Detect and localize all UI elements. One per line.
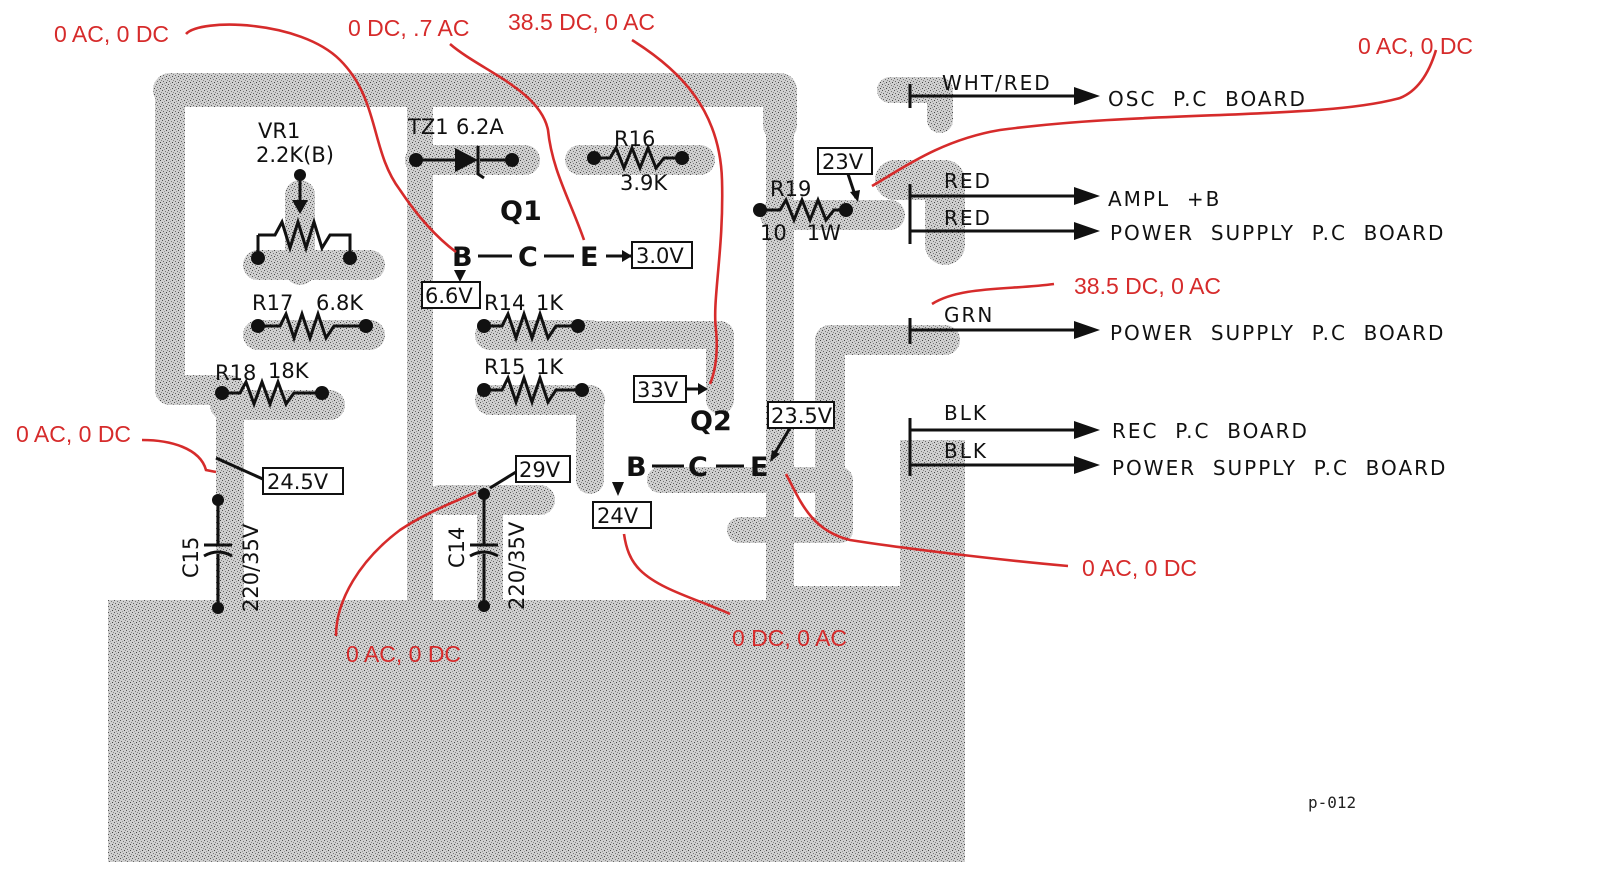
- connector-grn-wire: GRN: [944, 303, 994, 327]
- q2-pin-b: B: [626, 452, 647, 483]
- c14-node-voltage-text: 29V: [519, 458, 561, 482]
- connector-wht-red-dest: OSC P.C BOARD: [1108, 87, 1307, 111]
- c15-node-voltage: 24.5V: [215, 456, 344, 495]
- r15-value: 1K: [536, 355, 564, 379]
- annotation-c14: 0 AC, 0 DC: [346, 641, 461, 667]
- q1: Q1 B C E: [452, 196, 598, 273]
- r19-ref: R19: [770, 177, 811, 201]
- r19-value: 10 1W: [760, 221, 841, 245]
- r14-value: 1K: [536, 291, 564, 315]
- connector-blk-rec-wire: BLK: [944, 401, 988, 425]
- annotation-c15: 0 AC, 0 DC: [16, 421, 131, 447]
- c14-value: 220/35V: [505, 521, 529, 610]
- c15-node-voltage-text: 24.5V: [267, 470, 329, 494]
- vr1-value: 2.2K(B): [256, 143, 334, 167]
- q2-pin-e: E: [750, 452, 768, 483]
- connector-red-ampl-dest: AMPL +B: [1108, 187, 1221, 211]
- annotation-q2-emitter: 0 AC, 0 DC: [1082, 555, 1197, 581]
- q1-pin-c: C: [518, 242, 538, 273]
- r18-ref: R18: [215, 361, 256, 385]
- q2-collector-node-voltage-text: 33V: [637, 378, 679, 402]
- r18-value: 18K: [268, 359, 310, 383]
- r15: R15 1K: [477, 355, 589, 407]
- q2-emitter-voltage: 23.5V: [767, 401, 835, 462]
- connector-blk-rec-dest: REC P.C BOARD: [1112, 419, 1309, 443]
- tz1-value: 6.2A: [456, 115, 504, 139]
- connector-red-ampl: RED AMPL +B: [908, 169, 1221, 244]
- r19-node-voltage: 23V: [817, 147, 873, 202]
- vr1-ref: VR1: [258, 119, 300, 143]
- connector-blk-rec: BLK REC P.C BOARD: [908, 401, 1309, 476]
- q2: Q2 B C E: [626, 406, 768, 483]
- q1-ref: Q1: [500, 196, 542, 227]
- annotation-tz1: 0 DC, .7 AC: [348, 15, 469, 41]
- r18: R18 18K: [215, 359, 329, 409]
- r17-ref: R17: [252, 291, 293, 315]
- connector-wht-red-wire: WHT/RED: [942, 71, 1052, 95]
- connector-grn: GRN POWER SUPPLY P.C BOARD: [908, 303, 1445, 345]
- connector-blk-power-dest: POWER SUPPLY P.C BOARD: [1112, 456, 1447, 480]
- q2-base-voltage: 24V: [592, 482, 652, 529]
- c14-ref: C14: [445, 527, 469, 568]
- connector-red-power-dest: POWER SUPPLY P.C BOARD: [1110, 221, 1445, 245]
- r19: R19 10 1W: [753, 177, 853, 245]
- copper-traces: [153, 73, 965, 614]
- q1-base-voltage: 6.6V: [421, 270, 481, 309]
- c15-value: 220/35V: [239, 523, 263, 612]
- c15: C15 220/35V: [179, 494, 263, 614]
- annotation-q2-base: 0 DC, 0 AC: [732, 625, 847, 651]
- annotation-q1-base: 0 AC, 0 DC: [54, 21, 169, 47]
- q1-base-voltage-text: 6.6V: [425, 284, 473, 308]
- vr1: VR1 2.2K(B): [251, 119, 357, 265]
- q2-collector-node-voltage: 33V: [633, 375, 708, 403]
- q1-emitter-voltage-text: 3.0V: [636, 244, 684, 268]
- connector-blk-power: BLK POWER SUPPLY P.C BOARD: [910, 439, 1447, 480]
- q2-emitter-voltage-text: 23.5V: [771, 404, 833, 428]
- annotation-q1-emitter: 38.5 DC, 0 AC: [508, 9, 655, 35]
- r16-value: 3.9K: [620, 171, 668, 195]
- q2-base-voltage-text: 24V: [597, 504, 639, 528]
- connector-blk-power-wire: BLK: [944, 439, 988, 463]
- q1-pin-b: B: [452, 242, 473, 273]
- c14-node-voltage: 29V: [489, 455, 571, 490]
- connector-wht-red: WHT/RED OSC P.C BOARD: [908, 71, 1307, 111]
- q2-ref: Q2: [690, 406, 732, 437]
- r17-value: 6.8K: [316, 291, 364, 315]
- r19-node-voltage-text: 23V: [822, 150, 864, 174]
- tz1: TZ1 6.2A: [407, 115, 519, 180]
- annotation-labels: 0 AC, 0 DC 0 DC, .7 AC 38.5 DC, 0 AC 0 A…: [16, 9, 1473, 667]
- q1-emitter-voltage: 3.0V: [606, 241, 693, 269]
- annotation-grn: 38.5 DC, 0 AC: [1074, 273, 1221, 299]
- tz1-ref: TZ1: [407, 115, 449, 139]
- connector-red-power: RED POWER SUPPLY P.C BOARD: [910, 206, 1445, 245]
- r17: R17 6.8K: [251, 291, 373, 343]
- connector-red-ampl-wire: RED: [944, 169, 992, 193]
- r16: R16 3.9K: [587, 127, 689, 195]
- annotation-r19: 0 AC, 0 DC: [1358, 33, 1473, 59]
- connector-red-power-wire: RED: [944, 206, 992, 230]
- c14: C14 220/35V: [445, 488, 529, 612]
- annotation-leaders: [141, 23, 1438, 637]
- q2-pin-c: C: [688, 452, 708, 483]
- r14-ref: R14: [484, 291, 525, 315]
- connector-grn-dest: POWER SUPPLY P.C BOARD: [1110, 321, 1445, 345]
- page-id: p-012: [1308, 793, 1356, 812]
- c15-ref: C15: [179, 537, 203, 578]
- r14: R14 1K: [477, 291, 585, 343]
- q1-pin-e: E: [580, 242, 598, 273]
- r15-ref: R15: [484, 355, 525, 379]
